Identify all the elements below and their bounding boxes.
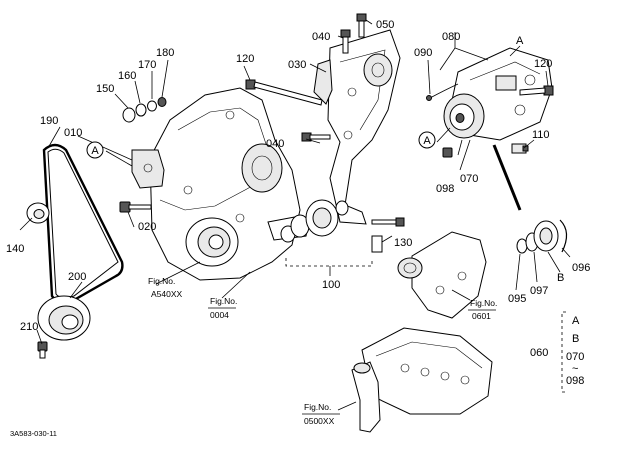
compressor-bolt[interactable] xyxy=(519,85,554,96)
label-070: 070 xyxy=(460,173,478,185)
legend-098: 098 xyxy=(566,375,584,387)
label-160: 160 xyxy=(118,70,136,82)
compressor-bracket[interactable] xyxy=(313,29,401,225)
label-200: 200 xyxy=(68,271,86,283)
legend-b: B xyxy=(572,333,579,345)
clutch-parts[interactable] xyxy=(516,219,568,254)
fig-0601-line2: 0601 xyxy=(472,311,491,321)
gear-case[interactable] xyxy=(149,87,301,281)
label-020: 020 xyxy=(138,221,156,233)
clutch-belt-band xyxy=(492,144,522,211)
drawing-code: 3A583-030-11 xyxy=(10,429,57,438)
label-040-top: 040 xyxy=(312,31,330,43)
water-outlet[interactable] xyxy=(351,361,381,433)
label-190: 190 xyxy=(40,115,58,127)
bracket-bolts[interactable] xyxy=(301,13,405,253)
fig-0500-line1: Fig.No. xyxy=(304,402,331,412)
pulley-bolt[interactable] xyxy=(37,341,48,359)
intake-manifold[interactable] xyxy=(397,231,487,319)
label-120-right: 120 xyxy=(534,58,552,70)
fig-a540-line2: A540XX xyxy=(151,289,183,299)
label-170: 170 xyxy=(138,59,156,71)
compressor-connector[interactable] xyxy=(511,143,529,154)
fig-ref-0601[interactable]: Fig.No. 0601 xyxy=(468,298,497,321)
label-098: 098 xyxy=(436,183,454,195)
fig-0004-line1: Fig.No. xyxy=(210,296,237,306)
label-210: 210 xyxy=(20,321,38,333)
label-040-mid: 040 xyxy=(266,138,284,150)
fig-a540-line1: Fig.No. xyxy=(148,276,175,286)
ac-compressor[interactable] xyxy=(443,47,553,141)
cylinder-head[interactable] xyxy=(361,327,493,415)
label-a-top: A xyxy=(516,35,524,47)
marker-a-compressor-text: A xyxy=(423,135,431,147)
marker-a-belt-text: A xyxy=(91,145,99,157)
compressor-nut[interactable] xyxy=(442,147,453,158)
legend-tilde: ~ xyxy=(572,363,578,375)
label-180: 180 xyxy=(156,47,174,59)
marker-a-belt: A xyxy=(86,141,104,159)
part-labels: 010 020 030 040 040 050 060 070 080 090 … xyxy=(6,19,590,359)
long-bolt-120[interactable] xyxy=(245,79,323,106)
legend-070: 070 xyxy=(566,351,584,363)
seal-ring[interactable] xyxy=(26,202,50,224)
label-095: 095 xyxy=(508,293,526,305)
label-110: 110 xyxy=(532,129,550,141)
tension-bolt[interactable] xyxy=(119,201,152,213)
label-130: 130 xyxy=(394,237,412,249)
fig-ref-0004[interactable]: Fig.No. 0004 xyxy=(208,296,237,320)
marker-a-compressor: A xyxy=(418,131,436,149)
legend-a: A xyxy=(572,315,580,327)
fig-0004-line2: 0004 xyxy=(210,310,229,320)
fig-ref-0500[interactable]: Fig.No. 0500XX xyxy=(302,402,340,426)
label-090: 090 xyxy=(414,47,432,59)
crankshaft-pulley[interactable] xyxy=(37,295,91,341)
fan-drive-bracket[interactable] xyxy=(131,149,165,189)
fig-0500-line2: 0500XX xyxy=(304,416,335,426)
tension-pulley-set[interactable] xyxy=(280,199,349,243)
label-097: 097 xyxy=(530,285,548,297)
label-010: 010 xyxy=(64,127,82,139)
pulley-set-bracket xyxy=(285,258,373,276)
label-140: 140 xyxy=(6,243,24,255)
washer-stack[interactable] xyxy=(122,97,167,123)
label-030: 030 xyxy=(288,59,306,71)
fig-0601-line1: Fig.No. xyxy=(470,298,497,308)
label-b-clutch: B xyxy=(557,272,564,284)
label-060: 060 xyxy=(530,347,548,359)
label-150: 150 xyxy=(96,83,114,95)
leader-lines xyxy=(19,19,571,411)
label-050: 050 xyxy=(376,19,394,31)
label-080: 080 xyxy=(442,31,460,43)
label-096: 096 xyxy=(572,262,590,274)
label-120-left: 120 xyxy=(236,53,254,65)
label-100: 100 xyxy=(322,279,340,291)
legend-bracket: A B 070 ~ 098 xyxy=(561,311,584,393)
compressor-wire[interactable] xyxy=(426,83,459,101)
fig-ref-a540[interactable]: Fig.No. A540XX xyxy=(148,276,183,299)
